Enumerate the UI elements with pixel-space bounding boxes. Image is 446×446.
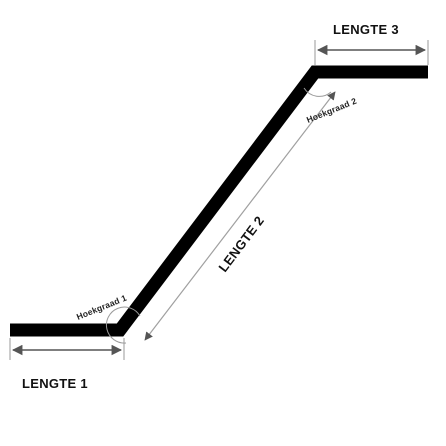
label-length-1: LENGTE 1 [22, 376, 88, 391]
label-length-2: LENGTE 2 [215, 213, 267, 275]
angle-arc-1 [106, 306, 141, 344]
label-angle-2: Hoekgraad 2 [305, 96, 358, 125]
dimension-arrow-length-2 [144, 91, 336, 341]
label-length-3: LENGTE 3 [333, 22, 399, 37]
bent-profile [10, 65, 428, 337]
angle-arc-2 [303, 87, 332, 97]
